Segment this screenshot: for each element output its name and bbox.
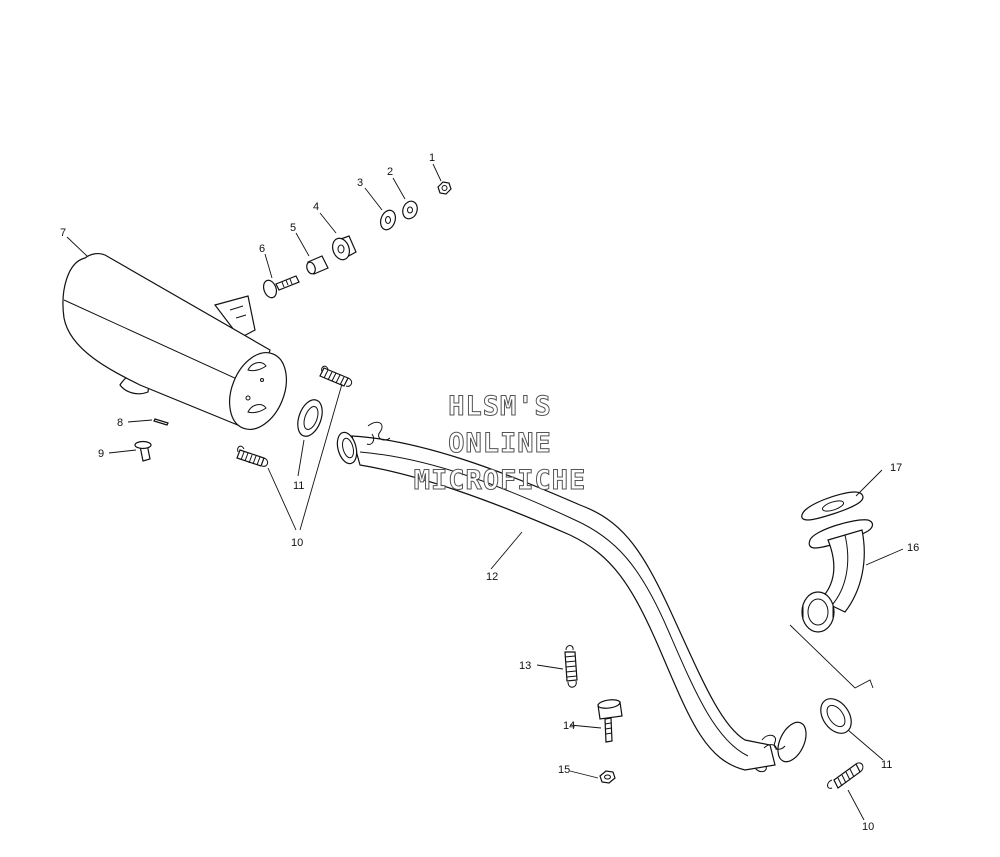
callout-9: 9: [98, 448, 104, 460]
callout-1: 1: [429, 152, 435, 164]
watermark-line-1: HLSM'S: [448, 391, 552, 422]
spring-10-right[interactable]: [827, 762, 864, 789]
pin-8[interactable]: [153, 418, 169, 426]
sleeve-5[interactable]: [305, 255, 329, 275]
callout-5: 5: [290, 222, 296, 234]
callout-11-right: 11: [881, 759, 892, 771]
callout-17: 17: [890, 462, 902, 474]
grommet-4[interactable]: [330, 235, 357, 262]
washer-2[interactable]: [400, 199, 419, 221]
gasket-17[interactable]: [801, 491, 864, 521]
callout-10-right: 10: [862, 821, 874, 833]
callout-6: 6: [259, 243, 265, 255]
spring-10-lower[interactable]: [236, 445, 269, 467]
spring-13[interactable]: [564, 645, 578, 688]
callout-12: 12: [486, 571, 498, 583]
callout-15: 15: [558, 764, 570, 776]
callout-14: 14: [563, 720, 575, 732]
header-pipe[interactable]: [334, 421, 812, 773]
callout-2: 2: [387, 166, 393, 178]
callout-7: 7: [60, 227, 66, 239]
bolt-14[interactable]: [597, 699, 623, 743]
watermark-line-2: ONLINE: [448, 428, 552, 459]
exhaust-elbow[interactable]: [801, 519, 874, 633]
callout-13: 13: [519, 660, 531, 672]
muffler[interactable]: [62, 252, 297, 438]
callout-4: 4: [313, 201, 319, 213]
spring-10-upper[interactable]: [319, 365, 353, 387]
callout-3: 3: [357, 177, 363, 189]
watermark-line-3: MICROFICHE: [413, 465, 587, 496]
callout-8: 8: [117, 417, 123, 429]
washer-3[interactable]: [378, 208, 398, 232]
nut-1[interactable]: [437, 181, 452, 195]
callout-10-left: 10: [291, 537, 303, 549]
gasket-11-lower[interactable]: [814, 693, 857, 739]
callout-11-left: 11: [293, 480, 304, 492]
callout-numbers: 1 2 3 4 5 6 7 8 9 10 11 12 13 14 15 16 1…: [60, 152, 919, 833]
leader-lines: [66, 163, 904, 821]
nut-15[interactable]: [599, 770, 616, 784]
gasket-11-upper[interactable]: [293, 396, 327, 439]
assembly-leader: [789, 624, 874, 689]
bolt-6[interactable]: [261, 275, 300, 300]
rivet-9[interactable]: [134, 440, 152, 462]
callout-16: 16: [907, 542, 919, 554]
